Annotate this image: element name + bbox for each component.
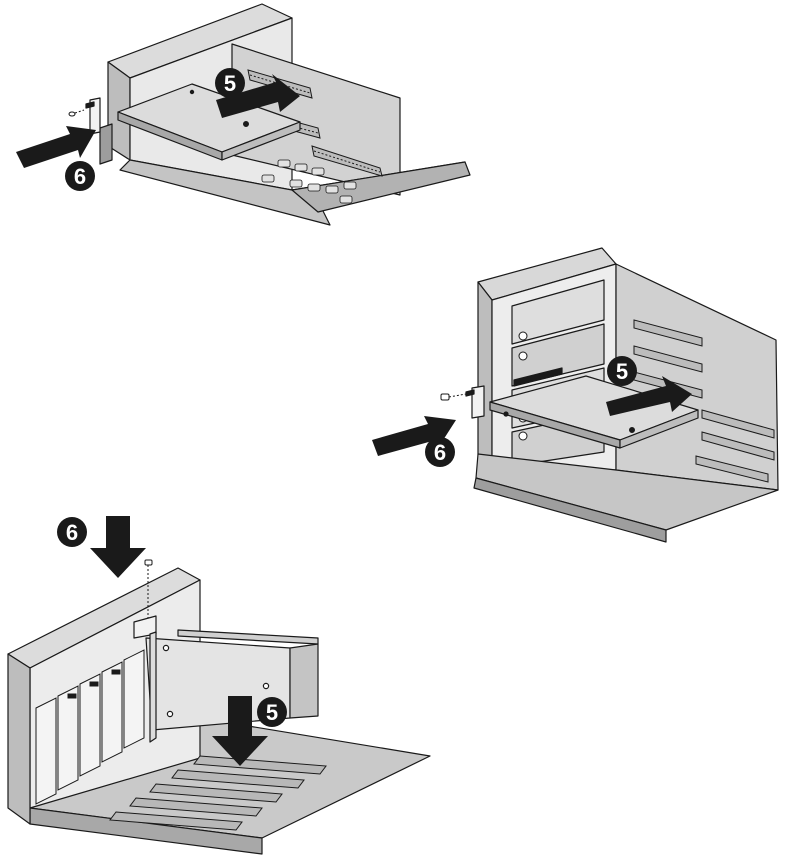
- expansion-card: [133, 615, 319, 743]
- install-diagram-tower-middle: 5 6: [372, 247, 779, 543]
- install-diagram-horizontal-top: 5 6: [16, 3, 471, 226]
- secure-arrow-step-6: [90, 516, 146, 578]
- svg-text:5: 5: [224, 71, 236, 96]
- step-badge-6: 6: [65, 161, 95, 191]
- secure-arrow-step-6: [372, 416, 456, 456]
- svg-text:6: 6: [74, 164, 86, 189]
- insert-arrow-step-5: [216, 74, 300, 118]
- expansion-bracket-covers: [35, 649, 145, 805]
- svg-text:6: 6: [66, 520, 78, 545]
- expansion-card: [465, 367, 699, 449]
- expansion-slots: [109, 755, 327, 831]
- svg-text:5: 5: [266, 700, 278, 725]
- secure-arrow-step-6: [16, 126, 96, 168]
- install-diagram-vertical-bottom: 5 6: [7, 516, 431, 855]
- insert-arrow-step-5: [212, 696, 268, 766]
- step-badge-6: 6: [425, 437, 455, 467]
- step-badge-5: 5: [257, 697, 287, 727]
- insert-arrow-step-5: [606, 376, 692, 416]
- screw-icon: [440, 393, 467, 401]
- step-badge-5: 5: [215, 68, 245, 98]
- step-badge-5: 5: [607, 356, 637, 386]
- screw-icon: [144, 559, 153, 618]
- svg-text:5: 5: [616, 359, 628, 384]
- step-badge-6: 6: [57, 517, 87, 547]
- board-components: [261, 159, 357, 204]
- svg-text:6: 6: [434, 440, 446, 465]
- expansion-card: [85, 83, 301, 161]
- screw-icon: [68, 109, 85, 117]
